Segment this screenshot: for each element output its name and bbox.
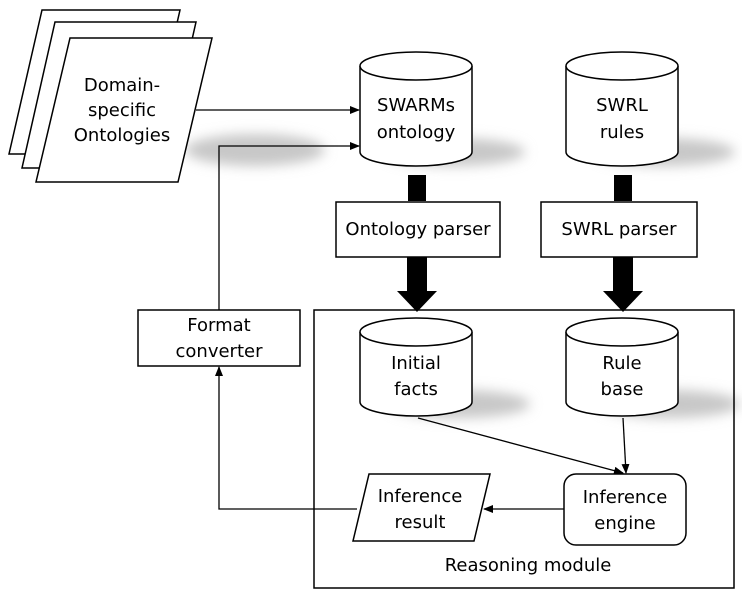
ontologies-stack <box>8 9 213 183</box>
initial-facts-label-1: Initial <box>391 353 441 374</box>
inference-result-label-2: result <box>395 512 446 533</box>
arrow-result-to-converter <box>215 366 357 510</box>
rule-base-label-2: base <box>601 379 644 400</box>
format-converter-label-2: converter <box>176 341 264 362</box>
swarms-ontology-label-2: ontology <box>377 122 456 143</box>
swrl-parser-label: SWRL parser <box>561 219 677 240</box>
inference-result-label-1: Inference <box>378 486 463 507</box>
thick-arrows <box>397 175 643 312</box>
rule-base-label-1: Rule <box>602 353 641 374</box>
swrl-rules-cylinder <box>565 51 679 167</box>
ontology-parser-box <box>335 201 501 258</box>
ontology-parser-label: Ontology parser <box>345 219 491 240</box>
rule-base-cylinder <box>565 317 679 417</box>
inference-engine-label-1: Inference <box>583 487 668 508</box>
initial-facts-cylinder <box>359 317 473 417</box>
reasoning-module-label: Reasoning module <box>445 555 612 576</box>
inference-engine-label-2: engine <box>594 513 655 534</box>
swrl-rules-label-1: SWRL <box>596 95 648 116</box>
format-converter-label-1: Format <box>187 315 250 336</box>
swarms-ontology-cylinder <box>359 51 473 167</box>
ontologies-label-3: Ontologies <box>74 125 171 146</box>
swrl-rules-label-2: rules <box>600 122 644 143</box>
ontologies-label-2: specific <box>88 100 156 121</box>
swarms-ontology-label-1: SWARMs <box>377 95 455 116</box>
thin-arrows <box>196 106 630 513</box>
ontologies-label-1: Domain- <box>84 75 160 96</box>
swrl-parser-box <box>540 201 698 258</box>
initial-facts-label-2: facts <box>394 379 438 400</box>
arrow-rulebase-to-engine <box>621 417 630 474</box>
inference-result-box <box>352 473 491 542</box>
arrow-facts-to-engine <box>417 417 624 475</box>
inference-engine-box <box>563 473 687 546</box>
arrow-converter-to-swarms <box>218 142 360 310</box>
reasoning-module-box <box>313 309 735 589</box>
